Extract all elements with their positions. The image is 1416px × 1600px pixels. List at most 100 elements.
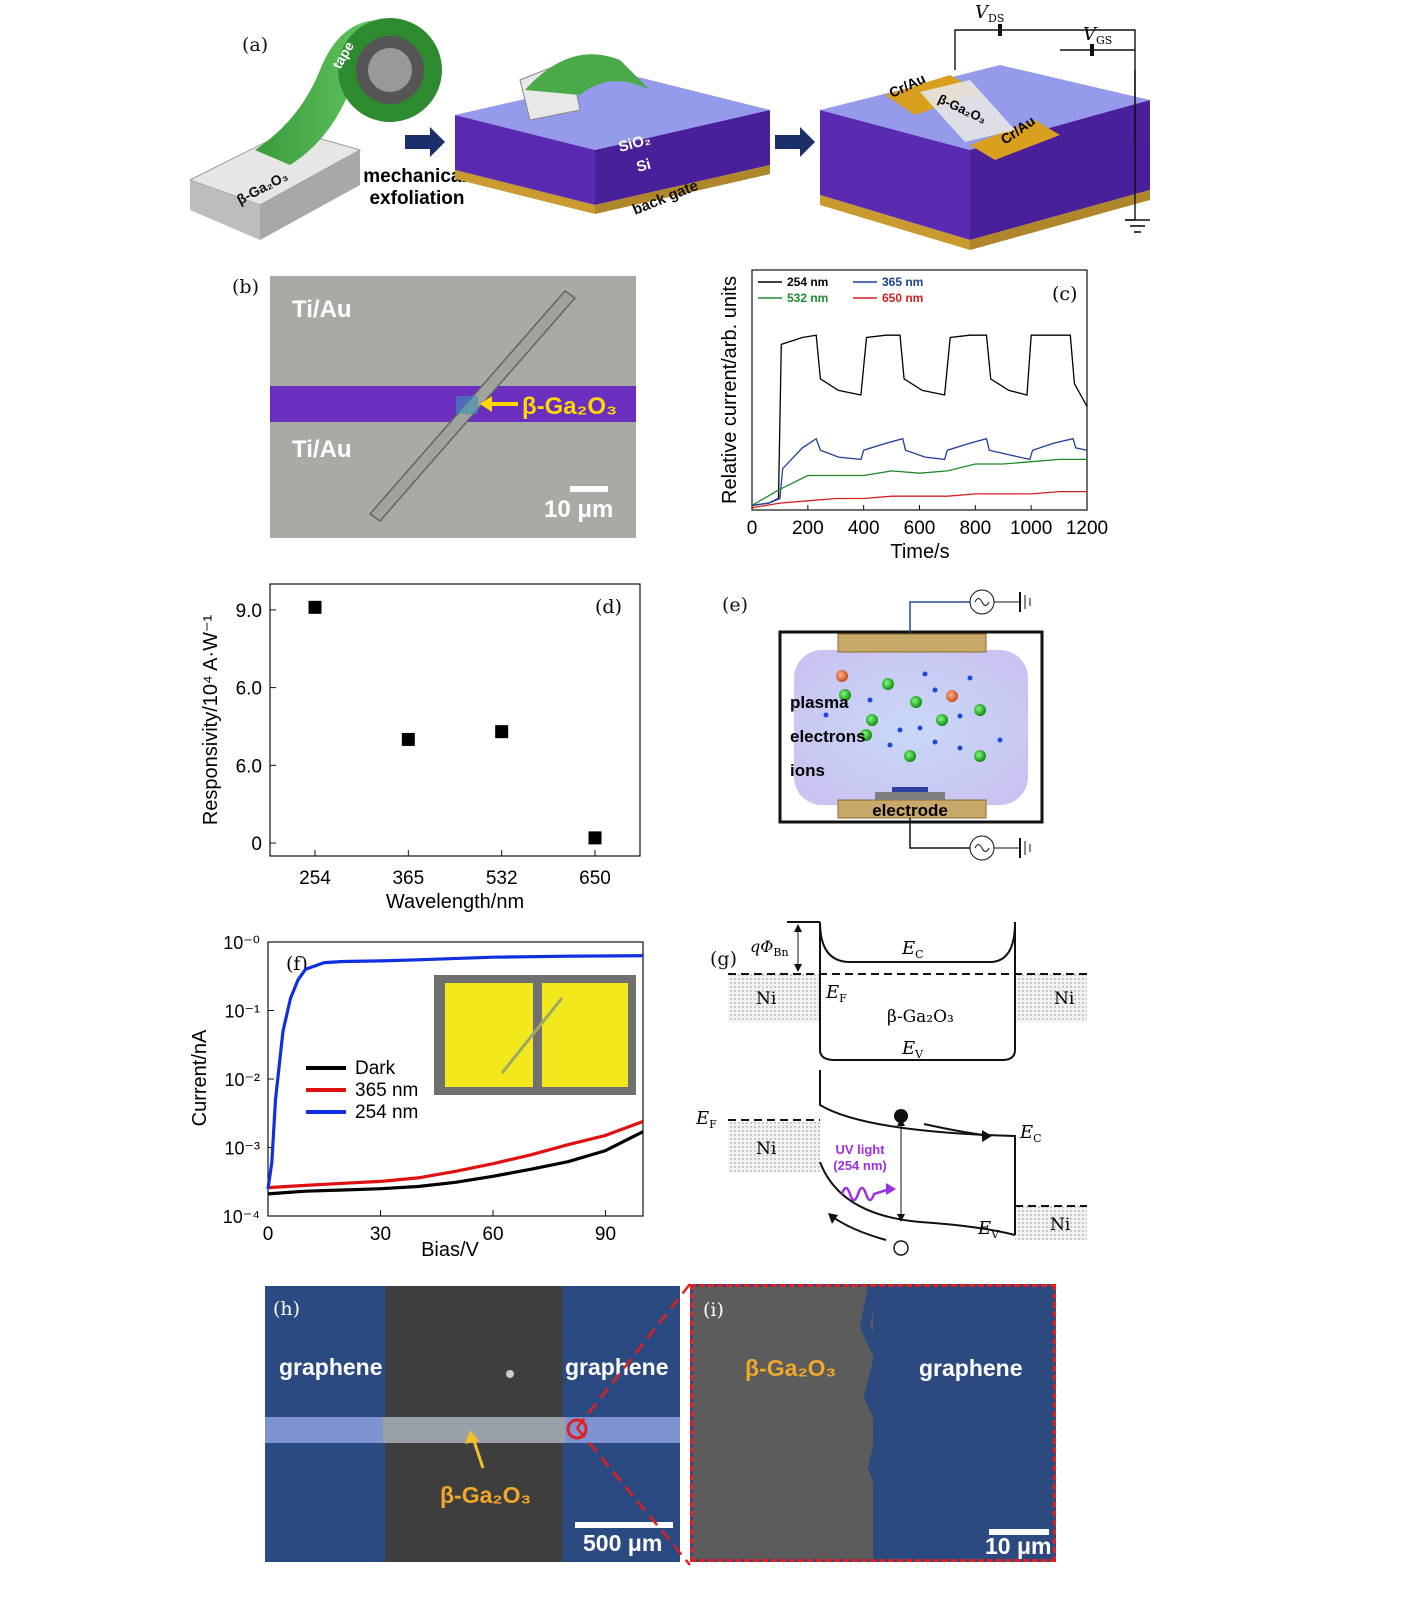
ni-right2-label: Ni (1050, 1215, 1071, 1235)
ions-label: ions (790, 761, 825, 780)
legend-label: 254 nm (355, 1102, 418, 1123)
exfoliation-label: exfoliation (369, 188, 464, 209)
chart-f-inset (434, 975, 636, 1095)
x-tick-label: 0 (263, 1224, 274, 1245)
y-tick-label: 0 (251, 834, 262, 855)
panel-label-a: (a) (242, 34, 269, 56)
y-tick-label: 10⁻¹ (224, 1002, 260, 1022)
chart-c-legend: 254 nm 365 nm 532 nm 650 nm (758, 275, 923, 305)
legend-label: 365 nm (882, 275, 923, 289)
x-tick-label: 1200 (1066, 518, 1108, 539)
y-tick-label: 6.0 (236, 679, 262, 700)
substrate-1: SiO₂ Si back gate (455, 54, 770, 219)
x-tick-label: 200 (792, 518, 824, 539)
si-label: Si (635, 156, 653, 176)
panel-label-c: (c) (1052, 283, 1077, 305)
y-tick-label: 10⁻³ (224, 1139, 260, 1159)
x-tick-label: 30 (370, 1224, 391, 1245)
legend-label: 254 nm (787, 275, 828, 289)
tape-roll: tape (255, 18, 442, 165)
ev-label: EV (901, 1038, 924, 1061)
chart-d-xlabel: Wavelength/nm (386, 891, 524, 913)
y-tick-label: 10⁻⁰ (223, 933, 260, 953)
legend-label: 532 nm (787, 291, 828, 305)
x-tick-label: 90 (595, 1224, 616, 1245)
legend-label: Dark (355, 1058, 396, 1079)
panel-h-sem: (h) graphene graphene β-Ga₂O₃ 500 μm (265, 1286, 680, 1562)
panel-label-e: (e) (722, 594, 749, 616)
x-tick-label: 254 (299, 868, 331, 889)
panel-i-sem: (i) β-Ga₂O₃ graphene 10 μm (690, 1284, 1056, 1562)
y-tick-label: 9.0 (236, 601, 262, 622)
data-point (308, 600, 322, 614)
y-tick-label: 10⁻² (224, 1070, 260, 1090)
plasma-particles (823, 670, 1003, 762)
ef2-label: EF (695, 1108, 717, 1131)
electrode-label: electrode (872, 801, 948, 820)
zoom-connector (576, 1283, 691, 1566)
series-line-650nm (751, 490, 1087, 509)
x-tick-label: 1000 (1010, 518, 1052, 539)
ni-left2-label: Ni (756, 1139, 777, 1159)
uv-line1: UV light (835, 1142, 885, 1157)
panel-b-micrograph: Ti/Au Ti/Au β-Ga₂O₃ 10 μm (270, 276, 636, 538)
electrons-label: electrons (790, 727, 866, 746)
series-line-532nm (751, 458, 1087, 506)
series-line-254nm (751, 334, 1088, 507)
ni-right-label: Ni (1054, 989, 1075, 1009)
panel-e-plasma-chamber: plasma electrons ions electrode (778, 589, 1044, 861)
arrow-right-icon (405, 127, 445, 157)
h-scale-bar-label: 500 μm (583, 1530, 663, 1556)
series-line-365nm (751, 437, 1088, 507)
data-point (401, 732, 415, 746)
panel-a-schematic: β-Ga₂O₃ tape mechanical exfoliation SiO₂… (188, 2, 1150, 250)
x-tick-label: 400 (848, 518, 880, 539)
x-tick-label: 0 (747, 518, 758, 539)
x-tick-label: 365 (392, 868, 424, 889)
fet-device: Cr/Au Cr/Au β-Ga₂O₃ VDS VGS (820, 2, 1150, 250)
legend-label: 365 nm (355, 1080, 418, 1101)
flake-label: β-Ga₂O₃ (522, 393, 618, 420)
ec-label: EC (901, 938, 924, 961)
data-point (588, 831, 602, 845)
ti-au-top-label: Ti/Au (292, 296, 352, 323)
ec2-label: EC (1019, 1122, 1042, 1145)
chart-d-ylabel: Responsivity/10⁴ A·W⁻¹ (200, 615, 222, 826)
ev2-label: EV (977, 1218, 1000, 1241)
i-graphene-label: graphene (919, 1355, 1023, 1381)
i-scale-bar-label: 10 μm (985, 1533, 1052, 1559)
material-label: β-Ga₂O₃ (887, 1007, 954, 1027)
panel-label-i: (i) (703, 1299, 724, 1321)
legend-label: 650 nm (882, 291, 923, 305)
chart-f-xlabel: Bias/V (421, 1239, 479, 1261)
ef-label: EF (825, 982, 847, 1005)
chart-c-xlabel: Time/s (890, 541, 949, 563)
graphene-left-label: graphene (279, 1354, 383, 1380)
scale-bar-label: 10 μm (544, 496, 614, 523)
chart-c: (c) 254 nm 365 nm 532 nm 650 nm 0 200 400 600 8… (719, 269, 1108, 563)
i-flake-label: β-Ga₂O₃ (745, 1355, 837, 1381)
panel-g-band-diagram: qΦBn EC EF EV β-Ga₂O₃ Ni Ni UV light (25… (695, 921, 1087, 1256)
phi-label: qΦBn (750, 937, 789, 959)
x-tick-label: 800 (959, 518, 991, 539)
x-tick-label: 650 (579, 868, 611, 889)
panel-label-f: (f) (286, 953, 308, 975)
vds-label: VDS (975, 2, 1004, 25)
mechanical-label: mechanical (363, 166, 467, 187)
series-line-365nm (267, 1119, 644, 1190)
h-flake-label: β-Ga₂O₃ (440, 1482, 532, 1508)
series-line-Dark (267, 1130, 644, 1196)
x-tick-label: 600 (904, 518, 936, 539)
arrow-right-icon (775, 127, 815, 157)
x-tick-label: 532 (486, 868, 518, 889)
ni-left-label: Ni (756, 989, 777, 1009)
panel-label-b: (b) (232, 276, 259, 298)
panel-label-d: (d) (595, 596, 622, 618)
plasma-label: plasma (790, 693, 849, 712)
series-line-254nm (266, 954, 644, 1189)
x-tick-label: 60 (482, 1224, 503, 1245)
data-point (495, 725, 509, 739)
